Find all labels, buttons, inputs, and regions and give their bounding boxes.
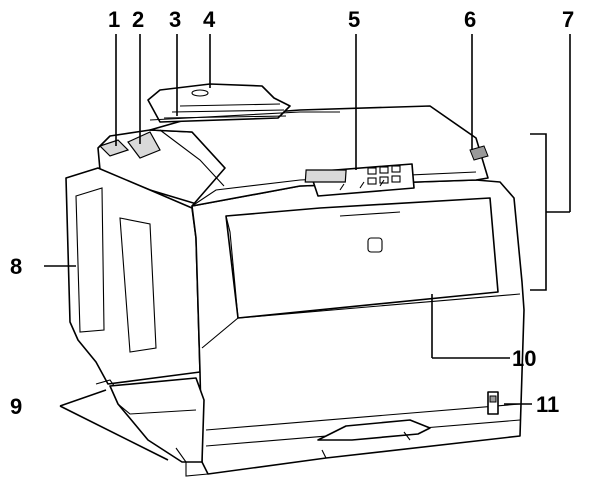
- leader-lines: [44, 34, 571, 461]
- callout-11: 11: [536, 392, 559, 417]
- callout-6: 6: [464, 7, 476, 32]
- callout-9: 9: [10, 394, 22, 419]
- control-panel: [304, 163, 415, 197]
- callout-5: 5: [348, 7, 360, 32]
- callout-4: 4: [203, 7, 216, 32]
- callout-8: 8: [10, 254, 22, 279]
- callout-labels: 1 2 3 4 5 6 7 8 9 10 11: [10, 7, 574, 419]
- callout-10: 10: [512, 346, 536, 371]
- callout-2: 2: [132, 7, 144, 32]
- callout-1: 1: [108, 7, 120, 32]
- callout-3: 3: [169, 7, 181, 32]
- printer-illustration: [65, 83, 525, 477]
- callout-7: 7: [562, 7, 574, 32]
